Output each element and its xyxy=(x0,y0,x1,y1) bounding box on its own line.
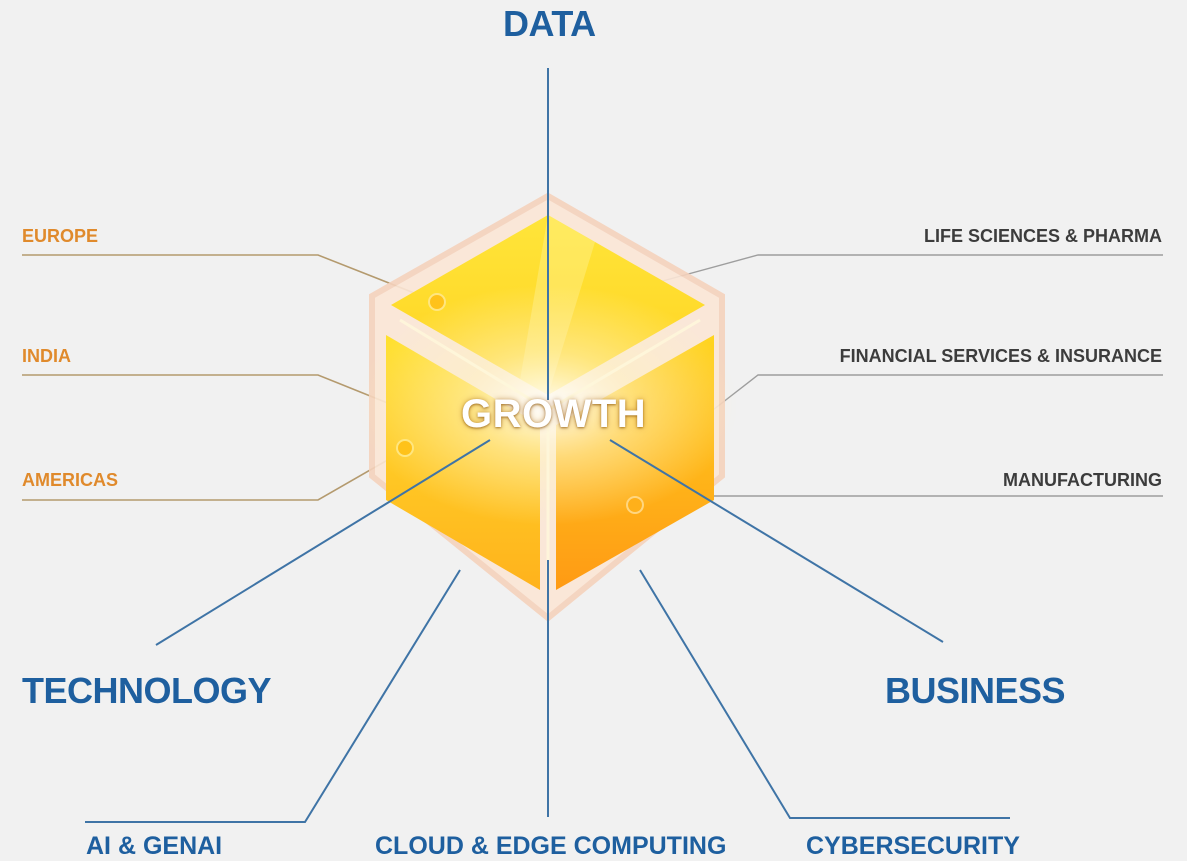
americas-node-dot xyxy=(396,439,414,457)
cube-center-glow xyxy=(358,285,738,525)
technology-axis-line xyxy=(155,439,491,646)
business-axis-line xyxy=(609,439,944,643)
region-label-europe: EUROPE xyxy=(22,226,99,246)
europe-node-dot xyxy=(428,293,446,311)
tech-label-ai-genai: AI & GENAI xyxy=(86,832,223,860)
region-label-americas: AMERICAS xyxy=(22,470,119,490)
tech-label-cybersecurity: CYBERSECURITY xyxy=(806,832,1020,860)
axis-lines xyxy=(85,68,1010,823)
growth-cube xyxy=(358,192,738,622)
tech-label-cloud-edge: CLOUD & EDGE COMPUTING xyxy=(375,832,727,860)
manufacturing-node-dot xyxy=(626,496,644,514)
business-axis-label: BUSINESS xyxy=(885,670,1066,711)
life-sciences-connector xyxy=(647,254,1163,286)
industry-label-life-sciences: LIFE SCIENCES & PHARMA xyxy=(923,226,1162,246)
financial-connector xyxy=(699,374,1163,421)
ai-genai-connector xyxy=(85,569,461,823)
growth-center-label: GROWTH xyxy=(461,392,647,436)
region-label-india: INDIA xyxy=(22,346,71,366)
industry-label-financial-services: FINANCIAL SERVICES & INSURANCE xyxy=(839,346,1162,366)
india-connector xyxy=(22,374,406,411)
data-axis-label: DATA xyxy=(503,3,596,44)
cybersecurity-connector xyxy=(639,569,1010,819)
industry-label-manufacturing: MANUFACTURING xyxy=(1003,470,1162,490)
technology-axis-label: TECHNOLOGY xyxy=(22,670,272,711)
